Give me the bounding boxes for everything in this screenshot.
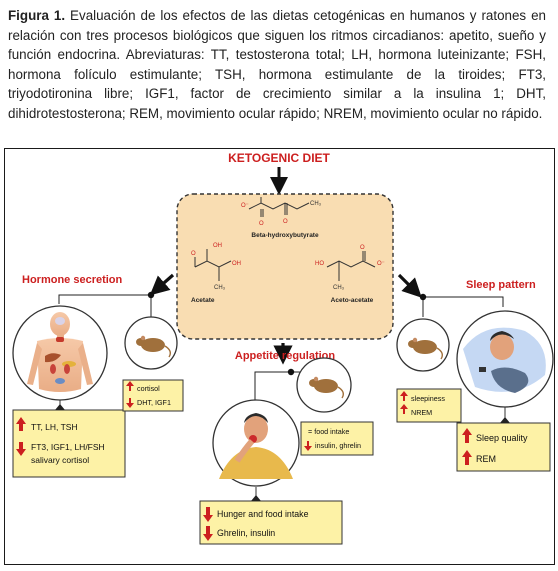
- bhb-o-minus: O⁻: [241, 203, 249, 209]
- mouse-sleep-line2: NREM: [411, 408, 432, 417]
- caption-label: Figura 1.: [8, 8, 66, 23]
- acetate-o: O: [191, 251, 196, 257]
- human-anatomy-icon: [27, 312, 93, 392]
- human-appetite-line2: Ghrelin, insulin: [217, 528, 275, 538]
- human-hormone-line2: FT3, IGF1, LH/FSH: [31, 442, 105, 452]
- acetoacetate-o: O: [360, 245, 365, 251]
- human-appetite-box: [199, 500, 343, 545]
- sleep-node: [419, 293, 427, 301]
- acetate-oh1: OH: [213, 243, 222, 249]
- human-hormone-box: [12, 409, 126, 478]
- mouse-appetite-line1: = food intake: [308, 427, 349, 436]
- hormone-bracket: [58, 294, 152, 319]
- hormone-title: Hormone secretion: [22, 274, 123, 286]
- down-arrow-icon: [16, 442, 26, 456]
- mouse-sleep-line1: sleepiness: [411, 394, 445, 403]
- human-sleep-line1: Sleep quality: [476, 433, 528, 443]
- appetite-title: Appetite regulation: [235, 350, 336, 362]
- acetate-oh2: OH: [232, 261, 241, 267]
- arrow-to-hormone: [149, 273, 175, 296]
- acetoacetate-molecule: [326, 251, 376, 281]
- human-eating-icon: [219, 413, 293, 479]
- bhb-molecule: [248, 197, 310, 217]
- sleep-title: Sleep pattern: [466, 279, 536, 291]
- acetate-molecule: [194, 249, 232, 281]
- caption-text: Evaluación de los efectos de las dietas …: [8, 8, 546, 121]
- bhb-label: Beta-hydroxybutyrate: [251, 232, 319, 239]
- up-arrow-icon: [400, 391, 408, 401]
- acetate-label: Acetate: [191, 297, 215, 304]
- human-appetite-line1: Hunger and food intake: [217, 509, 309, 519]
- down-arrow-icon: [126, 398, 134, 408]
- human-sleep-line2: REM: [476, 454, 496, 464]
- up-arrow-icon: [16, 417, 26, 431]
- mouse-hormone-line1: cortisol: [137, 384, 160, 393]
- down-arrow-icon: [203, 507, 213, 522]
- ketone-bodies-box: [176, 193, 394, 340]
- mouse-icon-sleep: [408, 337, 444, 360]
- up-arrow-icon: [400, 404, 408, 414]
- appetite-node: [287, 368, 295, 376]
- hormone-node: [147, 291, 155, 299]
- down-arrow-icon: [203, 526, 213, 541]
- bhb-ch3: CH₃: [310, 201, 322, 207]
- human-hormone-line1: TT, LH, TSH: [31, 422, 78, 432]
- sleep-bracket: [422, 296, 504, 317]
- up-arrow-icon: [126, 381, 134, 391]
- up-arrow-icon: [462, 450, 472, 465]
- acetoacetate-ch3: CH₃: [333, 285, 345, 291]
- mouse-icon-appetite: [309, 376, 345, 399]
- acetoacetate-ho: HO: [315, 261, 324, 267]
- acetoacetate-label: Aceto-acetate: [331, 297, 374, 304]
- mouse-sleep-box: [396, 388, 462, 423]
- bhb-o2: O: [283, 219, 288, 225]
- diagram-title: KETOGENIC DIET: [228, 151, 330, 165]
- human-sleep-box: [456, 422, 551, 472]
- up-arrow-icon: [462, 428, 472, 443]
- bhb-o1: O: [259, 221, 264, 227]
- mouse-appetite-box: [300, 421, 374, 456]
- arrow-to-sleep: [397, 273, 422, 298]
- ketogenic-diagram: KETOGENIC DIET O⁻ O O CH₃ Beta-hydroxybu…: [12, 151, 554, 545]
- acetoacetate-o-minus: O⁻: [377, 261, 385, 267]
- down-arrow-icon: [304, 441, 312, 451]
- mouse-icon-hormone: [136, 335, 172, 358]
- acetate-ch3: CH₃: [214, 285, 226, 291]
- figure-caption: Figura 1. Evaluación de los efectos de l…: [8, 6, 546, 124]
- figure-panel: KETOGENIC DIET O⁻ O O CH₃ Beta-hydroxybu…: [4, 148, 555, 565]
- mouse-hormone-line2: DHT, IGF1: [137, 398, 171, 407]
- mouse-appetite-line2: insulin, ghrelin: [315, 441, 361, 450]
- human-hormone-line3: salivary cortisol: [31, 455, 89, 465]
- human-sleeping-icon: [463, 327, 546, 393]
